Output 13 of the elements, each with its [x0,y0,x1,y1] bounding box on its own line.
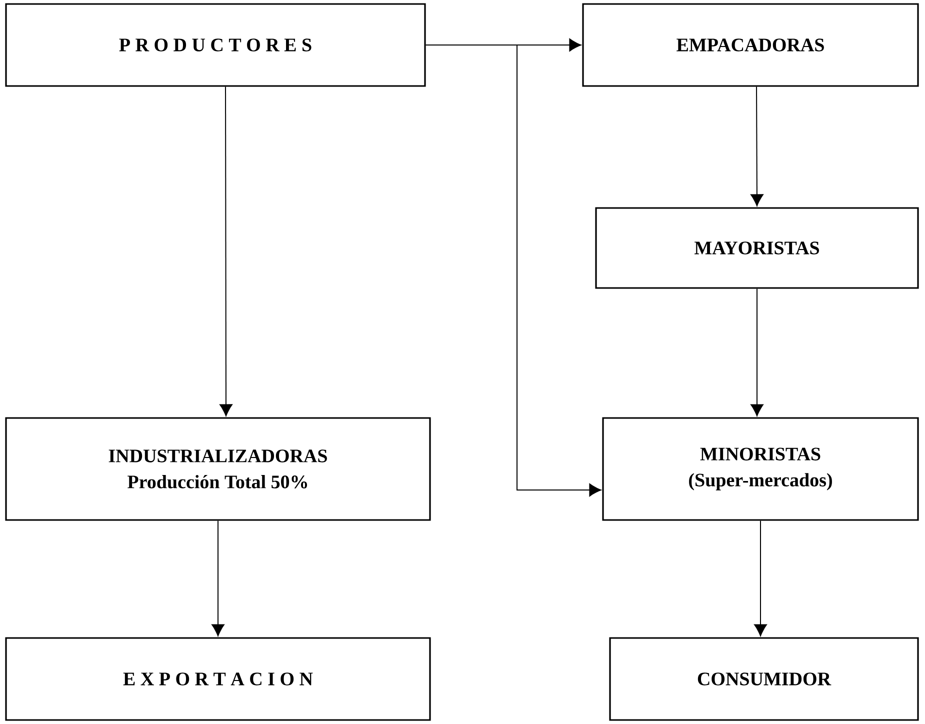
process-box: INDUSTRIALIZADORAS Producción Total 50% [5,417,431,521]
process-box: MINORISTAS (Super-mercados) [602,417,919,521]
process-box: CONSUMIDOR [609,637,919,721]
arrow [754,520,767,636]
process-box: MAYORISTAS [595,207,919,289]
process-box: E X P O R T A C I O N [5,637,431,721]
process-box: P R O D U C T O R E S [5,3,426,87]
process-box: EMPACADORAS [582,3,919,87]
arrow [220,86,232,416]
arrow [750,288,764,416]
arrow [212,520,224,636]
arrow [425,44,602,496]
arrow [750,86,764,206]
